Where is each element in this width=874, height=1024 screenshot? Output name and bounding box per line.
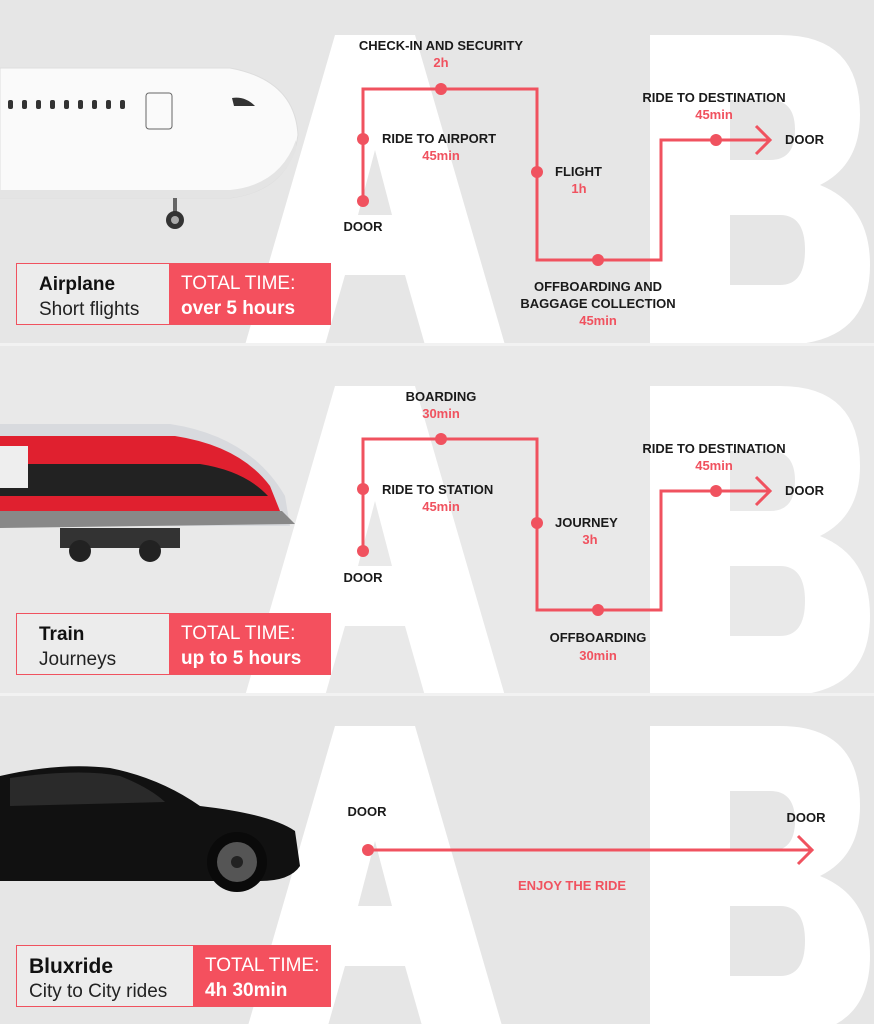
train-image — [0, 424, 295, 562]
step-boarding-time: 30min — [422, 406, 460, 421]
step-offboarding-line2: BAGGAGE COLLECTION — [520, 296, 676, 311]
total-value: 4h 30min — [205, 980, 288, 1001]
total-label: TOTAL TIME: — [181, 273, 296, 294]
car-image — [0, 766, 300, 892]
step-door-end: DOOR — [786, 810, 826, 825]
mode-subtitle: City to City rides — [29, 981, 168, 1002]
step-ride-to-airport-time: 45min — [422, 148, 460, 163]
total-label: TOTAL TIME: — [205, 955, 320, 976]
airplane-route — [357, 83, 773, 266]
mode-subtitle: Short flights — [39, 299, 140, 320]
step-boarding: BOARDING — [405, 389, 477, 404]
step-offboarding-time: 45min — [579, 313, 617, 328]
train-panel: DOOR RIDE TO STATION 45min BOARDING 30mi… — [0, 343, 874, 693]
letter-b-graphic — [650, 726, 870, 1024]
letter-b-graphic — [650, 386, 870, 693]
step-enjoy-the-ride: ENJOY THE RIDE — [517, 878, 627, 893]
airplane-image — [0, 67, 299, 229]
step-offboarding: OFFBOARDING — [549, 630, 647, 645]
train-route — [357, 433, 773, 616]
step-door-start: DOOR — [347, 804, 387, 819]
step-journey: JOURNEY — [555, 515, 618, 530]
airplane-panel: DOOR RIDE TO AIRPORT 45min CHECK-IN AND … — [0, 0, 874, 343]
step-offboarding-time: 30min — [579, 648, 617, 663]
step-ride-to-destination-time: 45min — [695, 107, 733, 122]
step-journey-time: 3h — [582, 532, 598, 547]
step-ride-to-destination-time: 45min — [695, 458, 733, 473]
letter-b-graphic — [650, 35, 870, 343]
step-door-end: DOOR — [785, 483, 824, 498]
step-door-end: DOOR — [785, 132, 824, 147]
step-door-start: DOOR — [343, 219, 383, 234]
step-door-start: DOOR — [343, 570, 383, 585]
mode-name: Airplane — [39, 274, 116, 295]
total-label: TOTAL TIME: — [181, 623, 296, 644]
step-offboarding-line1: OFFBOARDING AND — [533, 279, 663, 294]
step-ride-to-destination: RIDE TO DESTINATION — [642, 441, 786, 456]
step-ride-to-station: RIDE TO STATION — [382, 482, 494, 497]
step-flight: FLIGHT — [555, 164, 602, 179]
step-check-in: CHECK-IN AND SECURITY — [358, 38, 524, 53]
step-ride-to-station-time: 45min — [422, 499, 460, 514]
mode-subtitle: Journeys — [39, 649, 117, 670]
total-value: over 5 hours — [181, 298, 296, 319]
step-ride-to-airport: RIDE TO AIRPORT — [382, 131, 497, 146]
bluxride-route — [362, 834, 815, 866]
step-ride-to-destination: RIDE TO DESTINATION — [642, 90, 786, 105]
mode-name: Train — [39, 624, 85, 645]
total-value: up to 5 hours — [181, 648, 302, 669]
step-flight-time: 1h — [571, 181, 587, 196]
mode-name: Bluxride — [29, 955, 114, 978]
step-check-in-time: 2h — [433, 55, 449, 70]
